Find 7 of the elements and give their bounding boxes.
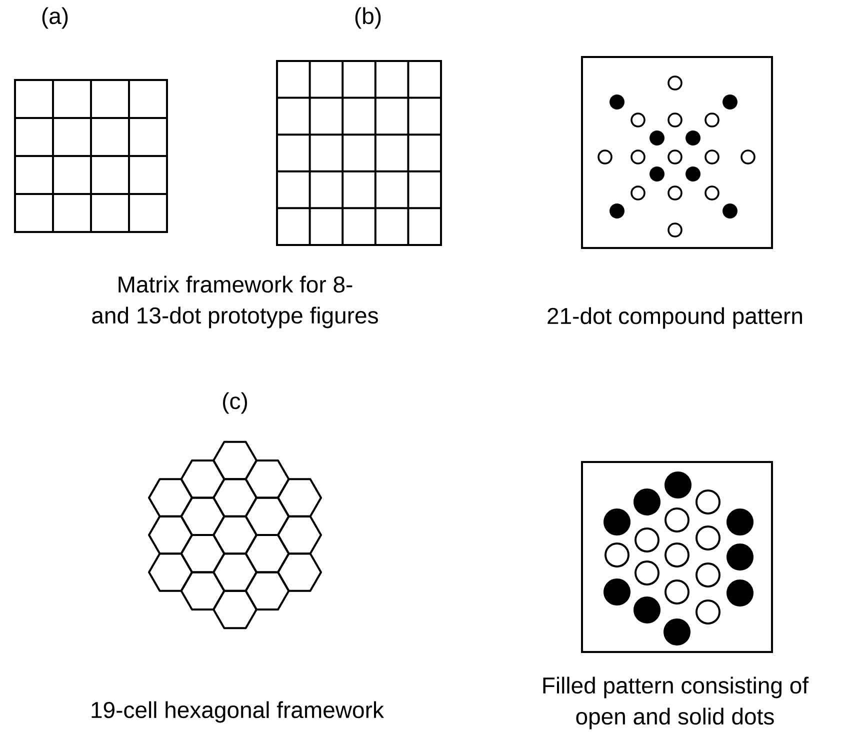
panel-label: (c) xyxy=(223,392,247,414)
caption: 21-dot compound pattern xyxy=(548,307,802,329)
caption: Filled pattern consisting of open and solid dots xyxy=(543,676,809,730)
caption: 19-cell hexagonal framework xyxy=(92,701,384,723)
panel-label: (b) xyxy=(355,7,381,29)
panel-label: (a) xyxy=(42,7,68,29)
caption: Matrix framework for 8- and 13-dot prototype figures xyxy=(92,276,378,328)
